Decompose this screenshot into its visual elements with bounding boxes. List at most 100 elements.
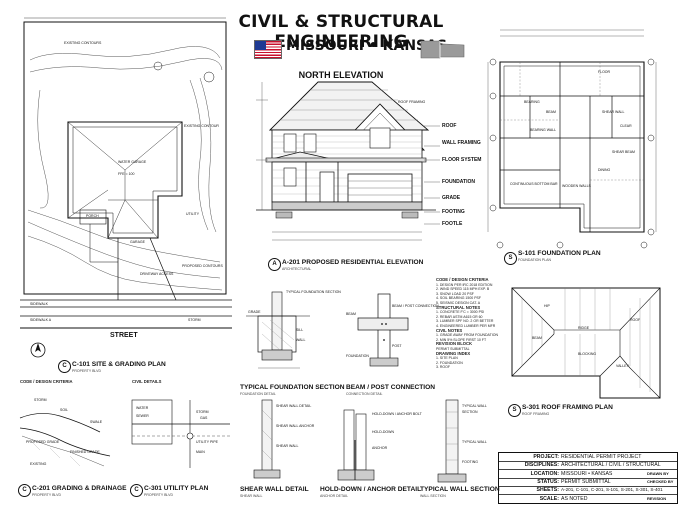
grading-label-0: STORM: [34, 398, 47, 402]
beam-detail-label-2: POST: [392, 344, 402, 348]
site-label-10: STORM: [188, 318, 201, 322]
utility-label-0: WATER: [136, 406, 149, 410]
roof-label-0: RIDGE: [578, 326, 590, 330]
elev-label-foundation: FOUNDATION: [442, 179, 475, 185]
beam-sub: CONNECTION DETAIL: [346, 392, 383, 396]
elevation-subtitle: NORTH ELEVATION: [298, 70, 384, 80]
structural-line-1: 2. REBAR ASTM A615 GR 60: [436, 314, 483, 319]
grading-label-2: SWALE: [90, 420, 103, 424]
elev-label-footing: FOOTING: [442, 209, 465, 215]
structural-line-2: 3. LUMBER SPF NO. 2 OR BETTER: [436, 319, 494, 324]
utility-label-3: GAS: [200, 416, 208, 420]
grading-badge: C: [18, 484, 31, 497]
fdn-label-3: BEARING WALL: [530, 128, 557, 132]
foundation-badge: S: [504, 252, 517, 265]
foundation-caption-sub: FOUNDATION PLAN: [518, 258, 551, 262]
foundation-caption: S-101 FOUNDATION PLAN: [518, 250, 601, 257]
site-label-6: SIDEWALK: [30, 302, 48, 306]
states-label: MISSOURI • KANSAS: [286, 38, 448, 54]
beam-detail-label-3: FOUNDATION: [346, 354, 369, 358]
fdn-label-7: WOODEN WALLS: [562, 184, 591, 188]
site-label-7: EXISTING CONTOUR: [184, 124, 219, 128]
roof-label-5: ROOF: [630, 318, 641, 322]
civil-line-0: 1. GRADE AWAY FROM FOUNDATION: [436, 333, 498, 338]
drawing-index-title: DRAWING INDEX: [436, 350, 471, 356]
site-label-5: DRIVEWAY ACCESS: [140, 272, 174, 276]
roof-label-3: BLOCKING: [578, 352, 597, 356]
us-flag-icon: [254, 40, 282, 59]
site-label-2: FFE = 100: [118, 172, 135, 176]
site-label-4: GARAGE: [130, 240, 145, 244]
site-caption-sub: PROPERTY BLVD: [72, 369, 101, 373]
elev-label-footle: FOOTLE: [442, 221, 463, 227]
fdn-label-0: FLOOR: [598, 70, 611, 74]
grading-label-4: FINISHED GRADE: [70, 450, 100, 454]
beam-detail-label-1: BEAM: [346, 312, 356, 316]
fdn-label-6: CONTINUOUS BOTTOM BAR: [510, 182, 558, 186]
criteria-notes: CODE / DESIGN CRITERIA 1. DESIGN PER IRC…: [436, 277, 498, 370]
revision-title: REVISION BLOCK: [436, 341, 473, 347]
site-badge: C: [58, 360, 71, 373]
site-label-0: EXISTING CONTOURS: [64, 41, 102, 45]
state-map-icon: [420, 40, 465, 59]
roof-caption: S-301 ROOF FRAMING PLAN: [522, 404, 613, 411]
drawing-line-2: 3. ROOF: [436, 365, 451, 370]
site-caption: C-101 SITE & GRADING PLAN: [72, 361, 166, 368]
holddown-label-0: HOLD-DOWN / ANCHOR BOLT: [372, 412, 422, 416]
shear-detail-label-2: SHEAR WALL: [276, 444, 299, 448]
grading-label-5: EXISTING: [30, 462, 47, 466]
grading-label-3: PROPOSED GRADE: [26, 440, 60, 444]
roof-label-2: HIP: [544, 304, 550, 308]
utility-badge: C: [130, 484, 143, 497]
fdn-detail-label-0: TYPICAL FOUNDATION SECTION: [286, 290, 341, 294]
civil-title: CIVIL NOTES: [436, 327, 463, 333]
elev-label-floor: FLOOR SYSTEM: [442, 157, 482, 163]
holddown-label-1: HOLD-DOWN: [372, 430, 394, 434]
fdn-detail-label-2: SILL: [296, 328, 304, 332]
shear-sub: SHEAR WALL: [240, 494, 263, 498]
site-label-9: SIDEWALK A: [30, 318, 52, 322]
elev-label-wall: WALL FRAMING: [442, 140, 481, 146]
fdn-label-4: DINING: [598, 168, 611, 172]
tb-row-sheets: SHEETS:A-201, C-101, C-201, S-101, S-201…: [499, 486, 677, 496]
site-label-3: PORCH: [86, 214, 99, 218]
elev-label-grade: GRADE: [442, 195, 461, 201]
tb-row-disciplines: DISCIPLINES:ARCHITECTURAL / CIVIL / STRU…: [499, 461, 677, 471]
street-label: STREET: [110, 332, 138, 339]
roof-badge: S: [508, 404, 521, 417]
wall-label-1: SECTION: [462, 410, 478, 414]
criteria-line-4: 5. SEISMIC DESIGN CAT. A: [436, 300, 481, 305]
roof-label-1: BEAM: [532, 336, 542, 340]
location-row: MISSOURI • KANSAS: [254, 37, 465, 61]
site-label-8: PROPOSED CONTOURS: [182, 264, 223, 268]
tb-row-project: PROJECT:RESIDENTIAL PERMIT PROJECT: [499, 453, 677, 463]
shear-detail-label-0: SHEAR WALL DETAIL: [276, 404, 312, 408]
holddown-caption: HOLD-DOWN / ANCHOR DETAIL: [320, 486, 422, 493]
utility-label-2: STORM: [196, 410, 209, 414]
utility-label-5: MAIN: [196, 450, 205, 454]
grading-label-1: SOIL: [60, 408, 68, 412]
elevation-caption: A-201 PROPOSED RESIDENTIAL ELEVATION: [282, 259, 424, 266]
elev-roof-callout: ROOF FRAMING: [398, 100, 426, 104]
drawing-line-1: 2. FOUNDATION: [436, 360, 463, 365]
holddown-sub: ANCHOR DETAIL: [320, 494, 349, 498]
criteria-line-1: 2. WIND SPEED 115 MPH EXP. B: [436, 287, 490, 292]
grading-criteria-title: CODE / DESIGN CRITERIA: [20, 379, 73, 384]
elev-label-roof: ROOF: [442, 123, 457, 129]
utility-caption-sub: PROPERTY BLVD: [144, 493, 173, 497]
beam-caption: BEAM / POST CONNECTION: [346, 384, 436, 391]
title-block: PROJECT:RESIDENTIAL PERMIT PROJECT DISCI…: [498, 452, 678, 504]
beam-detail-label-0: BEAM / POST CONNECTION: [392, 304, 439, 308]
grading-caption-sub: PROPERTY BLVD: [32, 493, 61, 497]
wall-label-0: TYPICAL WALL: [462, 404, 487, 408]
fdn-label-8: BEAM: [546, 110, 556, 114]
structural-title: STRUCTURAL NOTES: [436, 304, 481, 310]
fdn-label-5: SHEAR BEAM: [612, 150, 635, 154]
fdn-label-9: CLEAR: [620, 124, 632, 128]
